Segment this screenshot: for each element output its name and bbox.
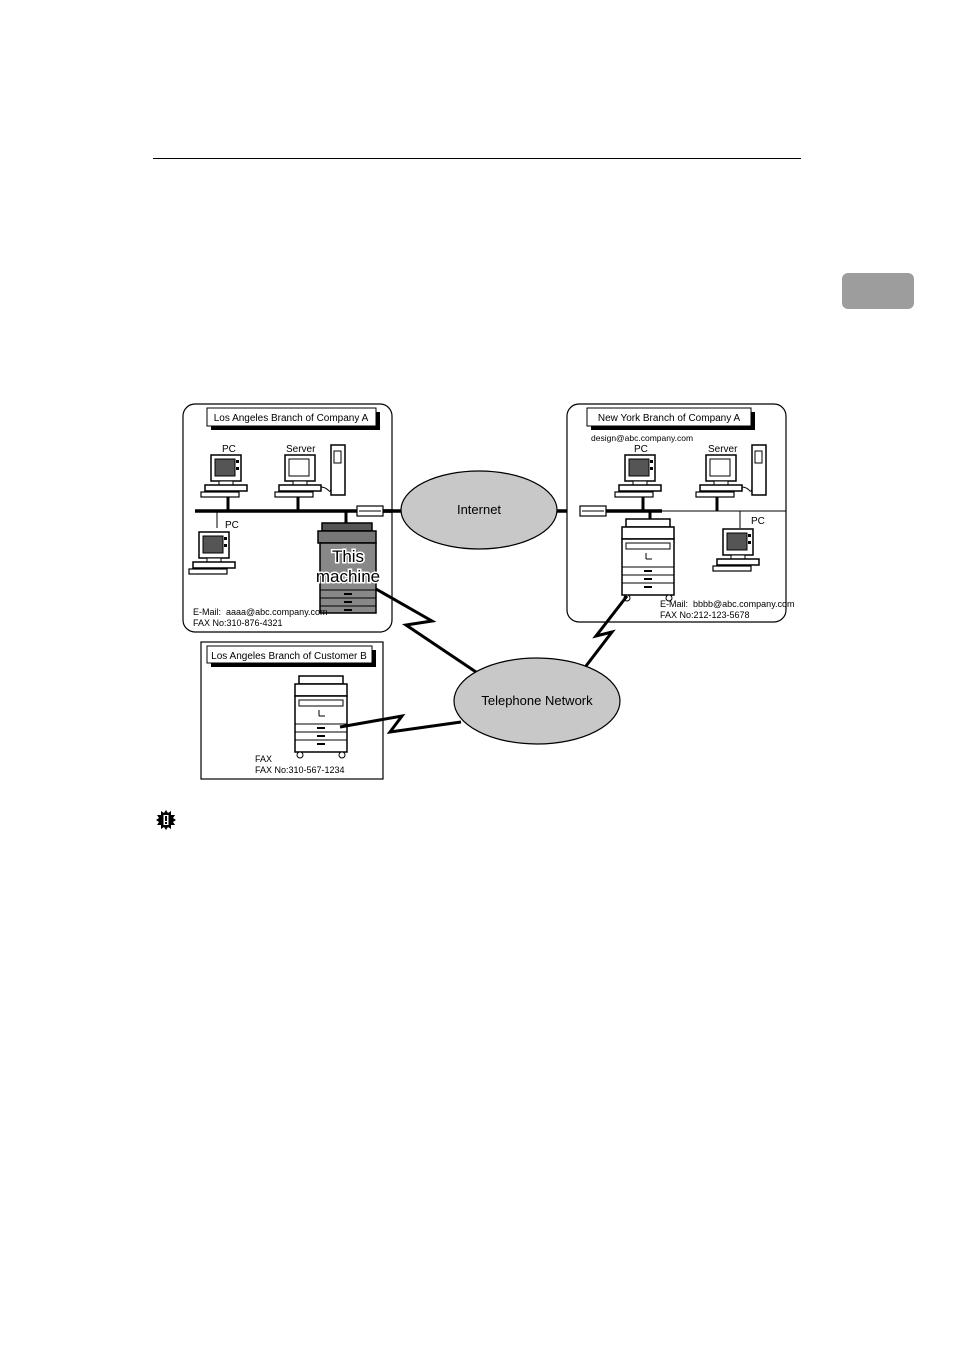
ny-email: bbbb@abc.company.com [693, 599, 795, 609]
la-branch-title: Los Angeles Branch of Company A [214, 413, 369, 424]
ny-branch-title: New York Branch of Company A [598, 413, 741, 424]
la-branch-title-box [206, 407, 377, 427]
ny-pc-top-label: PC [634, 444, 648, 455]
la-email: aaaa@abc.company.com [226, 607, 328, 617]
this-machine-icon [317, 522, 377, 614]
customer-b-title: Los Angeles Branch of Customer B [211, 651, 367, 662]
ny-machine-icon [621, 518, 675, 602]
ny-design-email: design@abc.company.com [591, 433, 693, 443]
important-icon [156, 810, 176, 830]
la-email-label: E-Mail: [193, 607, 221, 617]
ny-branch-title-box [586, 407, 752, 427]
la-pc-left-label: PC [225, 520, 239, 531]
internet-cloud [400, 470, 558, 550]
customer-b-title-box [206, 645, 373, 664]
la-fax: FAX No:310-876-4321 [193, 618, 283, 628]
ny-server-label: Server [708, 444, 738, 455]
telephone-network-cloud [453, 657, 621, 745]
header-rule [153, 158, 801, 159]
telephone-lines [339, 587, 629, 734]
this-machine-label-line1: This [332, 547, 364, 566]
ny-email-label: E-Mail: [660, 599, 688, 609]
this-machine-label-line2: machine [316, 567, 380, 586]
customer-b-fax-number: FAX No:310-567-1234 [255, 765, 345, 775]
ny-pc-right-label: PC [751, 516, 765, 527]
customer-b-fax-label: FAX [255, 754, 272, 764]
section-tab [842, 273, 914, 309]
internet-label: Internet [457, 502, 501, 517]
telephone-network-label: Telephone Network [481, 693, 593, 708]
la-pc-top-label: PC [222, 444, 236, 455]
customer-b-fax-icon [294, 675, 348, 759]
ny-fax: FAX No:212-123-5678 [660, 610, 750, 620]
la-server-label: Server [286, 444, 316, 455]
